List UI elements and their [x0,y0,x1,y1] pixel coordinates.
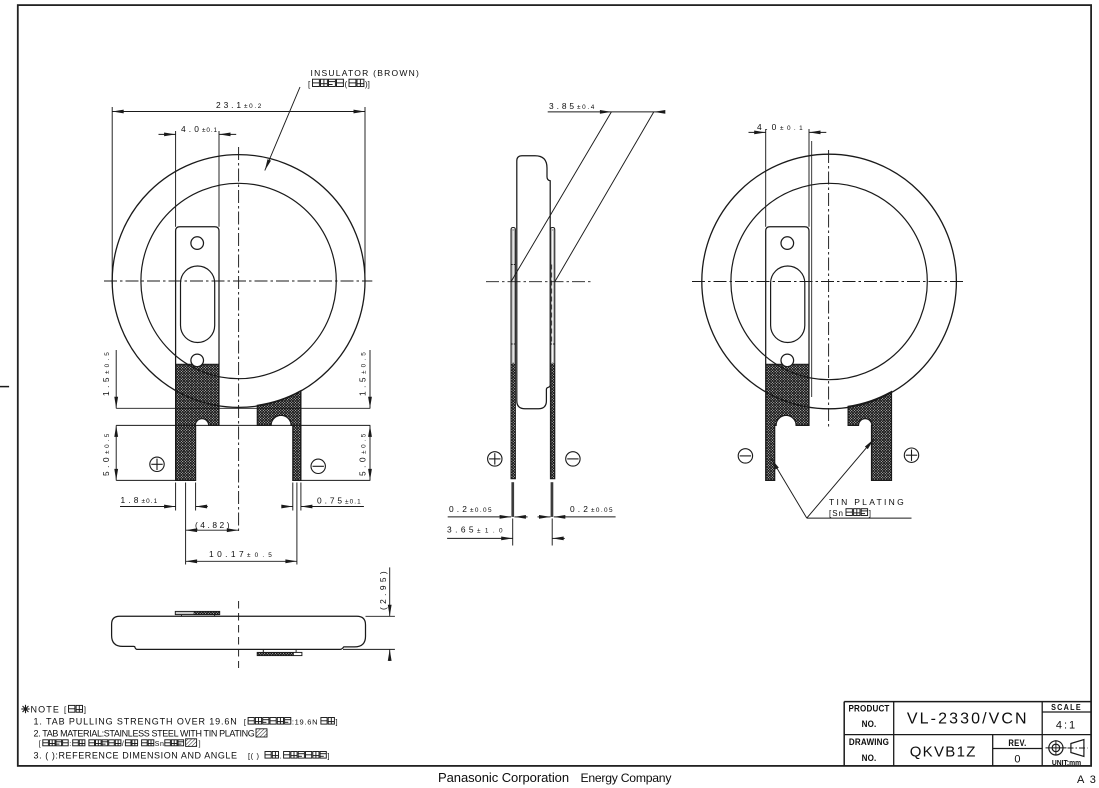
svg-text:]: ] [336,718,338,727]
svg-text:10.17±0.5: 10.17±0.5 [209,549,276,559]
svg-text:Panasonic Corporation: Panasonic Corporation [438,770,569,785]
svg-text:1.5±0.5: 1.5±0.5 [101,349,111,396]
svg-text:SCALE: SCALE [1051,702,1082,712]
svg-text:NO.: NO. [862,752,877,763]
svg-text:5.0±0.5: 5.0±0.5 [357,431,367,476]
svg-text:/: / [122,741,124,748]
svg-text:3.65±1.0: 3.65±1.0 [447,525,507,535]
svg-text:(2.95): (2.95) [378,568,388,610]
svg-text:A 3: A 3 [1077,774,1097,786]
svg-text:1.5±0.5: 1.5±0.5 [357,349,367,396]
svg-text:]: ] [869,509,871,518]
svg-text:4.0±0.1: 4.0±0.1 [181,124,218,134]
svg-text:NO.: NO. [862,718,877,729]
svg-text:INSULATOR (BROWN): INSULATOR (BROWN) [311,68,421,78]
svg-text:]: ] [327,752,329,761]
svg-text:)]: )] [365,80,370,89]
svg-text:4.0±0.1: 4.0±0.1 [757,122,806,132]
svg-text:3.85±0.4: 3.85±0.4 [549,101,596,111]
svg-text:[: [ [39,741,41,748]
svg-text:]: ] [199,741,201,748]
svg-text:[Sn: [Sn [829,509,844,518]
svg-text:(4.82): (4.82) [195,520,232,530]
svg-text:TIN PLATING: TIN PLATING [829,497,906,507]
svg-text:2. TAB MATERIAL:STAINLESS STEE: 2. TAB MATERIAL:STAINLESS STEEL WITH TIN… [34,729,255,739]
svg-text:NOTE: NOTE [31,705,60,715]
svg-text:[: [ [64,706,67,715]
svg-text:[: [ [244,718,247,727]
svg-text:4:1: 4:1 [1056,720,1077,732]
svg-text::: : [69,741,71,748]
svg-text:0.2±0.05: 0.2±0.05 [449,504,493,514]
svg-text:5.0±0.5: 5.0±0.5 [101,431,111,476]
svg-text:]: ] [84,706,86,715]
svg-text:QKVB1Z: QKVB1Z [910,744,977,761]
svg-text:[( ): [( ) [248,752,260,761]
svg-text:VL-2330/VCN: VL-2330/VCN [907,711,1029,728]
svg-text:0: 0 [1014,754,1020,766]
svg-text:1.8±0.1: 1.8±0.1 [121,495,159,505]
svg-text:[: [ [308,80,311,89]
svg-text:.: . [280,752,282,761]
svg-text::19.6N: :19.6N [292,718,318,727]
svg-text:23.1±0.2: 23.1±0.2 [216,100,263,110]
svg-text:0.2±0.05: 0.2±0.05 [570,504,614,514]
svg-text:REV.: REV. [1008,737,1026,748]
svg-text:(: ( [345,80,348,89]
svg-text:UNIT:mm: UNIT:mm [1052,759,1081,767]
svg-text:DRAWING: DRAWING [849,736,889,747]
svg-text:Sn: Sn [155,741,165,748]
svg-text:PRODUCT: PRODUCT [848,703,889,714]
svg-text:3. ( ):REFERENCE DIMENSION AND: 3. ( ):REFERENCE DIMENSION AND ANGLE [34,751,238,761]
svg-text:0.75±0.1: 0.75±0.1 [317,496,362,506]
svg-text:1. TAB PULLING STRENGTH OVER 1: 1. TAB PULLING STRENGTH OVER 19.6N [34,717,238,727]
svg-text:Energy Company: Energy Company [581,771,673,785]
